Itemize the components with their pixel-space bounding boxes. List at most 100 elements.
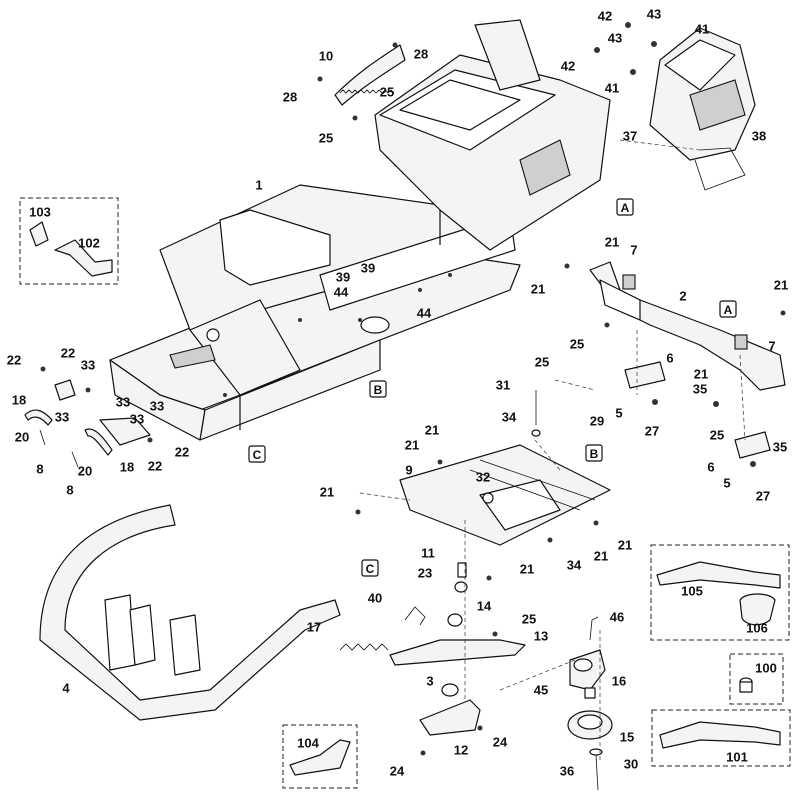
- callout-28b: 28: [283, 90, 297, 105]
- bushing-3: [441, 683, 459, 697]
- callout-25b: 25: [319, 131, 333, 146]
- callout-43b: 43: [608, 31, 622, 46]
- callout-21d: 21: [694, 367, 708, 382]
- callout-22c: 22: [148, 459, 162, 474]
- callout-35a: 35: [693, 382, 707, 397]
- callout-4: 4: [62, 681, 70, 696]
- bushing-23: [454, 581, 468, 593]
- reference-letter: B: [374, 383, 383, 397]
- callout-37: 37: [623, 129, 637, 144]
- assembly-lines: [359, 139, 746, 760]
- callout-27b: 27: [756, 489, 770, 504]
- front-bumper: [39, 504, 341, 721]
- callout-25f: 25: [522, 612, 536, 627]
- pin-11: [457, 562, 467, 578]
- callout-39b: 39: [361, 261, 375, 276]
- bracket-18-right: [99, 417, 151, 446]
- callout-31: 31: [496, 378, 510, 393]
- callout-41a: 41: [695, 22, 709, 37]
- callout-6b: 6: [707, 460, 714, 475]
- callout-21f: 21: [405, 438, 419, 453]
- callout-25a: 25: [380, 85, 394, 100]
- callout-8a: 8: [36, 462, 43, 477]
- callout-21c: 21: [774, 278, 788, 293]
- callout-25e: 25: [710, 428, 724, 443]
- callout-102: 102: [78, 236, 100, 251]
- callout-21b: 21: [531, 282, 545, 297]
- callout-20a: 20: [15, 430, 29, 445]
- callout-24a: 24: [493, 735, 508, 750]
- callout-38: 38: [752, 129, 766, 144]
- callout-33a: 33: [81, 358, 95, 373]
- callout-33b: 33: [55, 410, 69, 425]
- reference-box-B1: B: [369, 380, 387, 398]
- idler-bracket: [569, 649, 606, 691]
- callout-33d: 33: [150, 399, 164, 414]
- callout-35b: 35: [773, 440, 787, 455]
- callout-36: 36: [560, 764, 574, 779]
- callout-44b: 44: [417, 306, 432, 321]
- clip-40: [404, 606, 426, 626]
- callout-14: 14: [477, 599, 492, 614]
- spindle-bracket-left: [624, 361, 666, 389]
- callout-21i: 21: [618, 538, 632, 553]
- callout-9: 9: [405, 463, 412, 478]
- callout-28a: 28: [414, 47, 428, 62]
- callout-39a: 39: [336, 270, 350, 285]
- callout-21j: 21: [520, 562, 534, 577]
- callout-20b: 20: [78, 464, 92, 479]
- callout-2: 2: [679, 289, 686, 304]
- main-frame: [109, 184, 521, 441]
- dash-panel: [334, 44, 406, 106]
- callout-100: 100: [755, 661, 777, 676]
- bracket-18-left: [54, 379, 76, 401]
- inset-100: [729, 653, 784, 705]
- bushing-14: [447, 613, 463, 627]
- callout-103: 103: [29, 205, 51, 220]
- callout-32: 32: [476, 470, 490, 485]
- callout-23: 23: [418, 566, 432, 581]
- callout-104: 104: [297, 736, 319, 751]
- callout-15: 15: [620, 730, 634, 745]
- callout-34b: 34: [567, 558, 582, 573]
- reference-box-C2: C: [361, 559, 379, 577]
- battery-box: [649, 27, 756, 161]
- callout-43a: 43: [647, 7, 661, 22]
- callout-11: 11: [421, 546, 435, 561]
- battery-strap: [694, 147, 746, 191]
- callout-29: 29: [590, 414, 604, 429]
- callout-6a: 6: [666, 351, 673, 366]
- callout-8b: 8: [66, 483, 73, 498]
- pedal-bracket: [419, 699, 481, 736]
- callout-27a: 27: [645, 424, 659, 439]
- callout-18b: 18: [120, 460, 134, 475]
- callout-10: 10: [319, 49, 333, 64]
- front-axle: [589, 261, 786, 391]
- callout-1: 1: [255, 178, 262, 193]
- spacer-16: [584, 687, 596, 699]
- callout-25c: 25: [570, 337, 584, 352]
- idler-pulley: [567, 710, 613, 740]
- callout-34a: 34: [502, 410, 517, 425]
- reference-letter: C: [366, 562, 375, 576]
- callout-44a: 44: [334, 285, 349, 300]
- reference-box-B2: B: [585, 444, 603, 462]
- inset-105-106: [650, 544, 790, 641]
- callout-101: 101: [726, 750, 748, 765]
- linkage-arm: [389, 639, 526, 666]
- callout-21g: 21: [320, 485, 334, 500]
- inset-101: [651, 709, 791, 767]
- washer-36: [589, 748, 603, 756]
- callout-17: 17: [307, 620, 321, 635]
- callout-21a: 21: [605, 235, 619, 250]
- callout-40: 40: [368, 591, 382, 606]
- reference-box-A2: A: [719, 300, 737, 318]
- spindle-bracket-right: [734, 431, 771, 459]
- rear-body: [374, 19, 611, 251]
- callout-105: 105: [681, 584, 703, 599]
- pin-8-right: [71, 451, 79, 468]
- reference-letter: A: [621, 201, 630, 215]
- callout-5a: 5: [615, 406, 622, 421]
